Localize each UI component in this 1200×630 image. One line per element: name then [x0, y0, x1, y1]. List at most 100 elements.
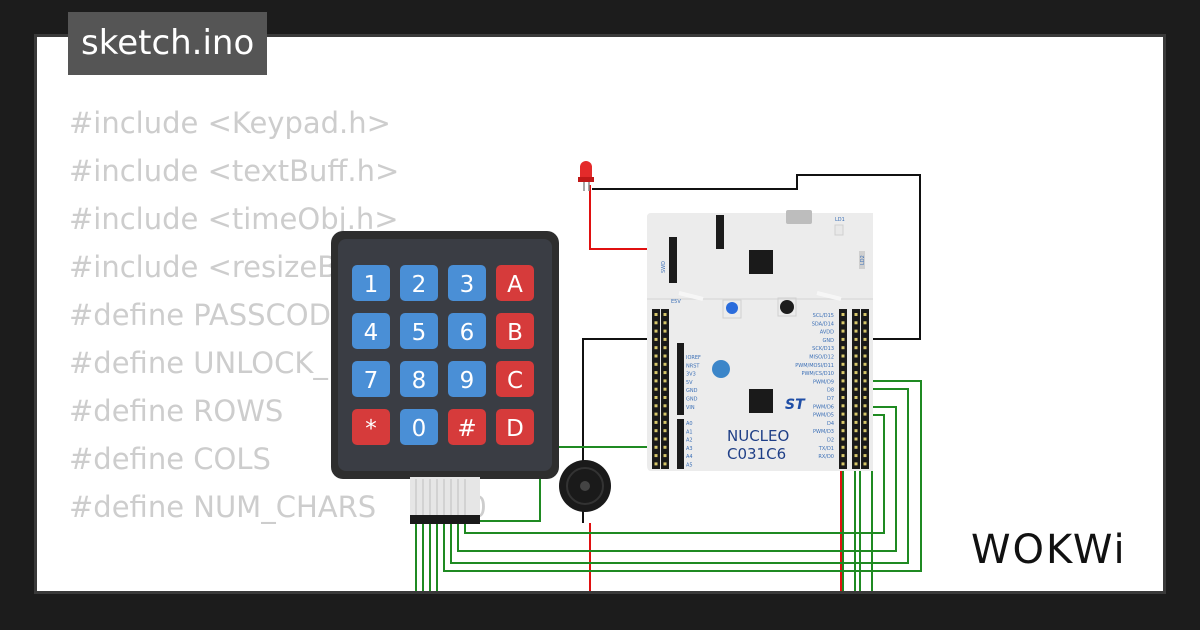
header-pin — [654, 321, 658, 325]
header-pin — [654, 362, 658, 366]
header-pin — [663, 437, 667, 441]
keypad-key-label: 8 — [412, 368, 427, 394]
power-pin-label: GND — [686, 388, 698, 394]
reset-button[interactable] — [780, 300, 794, 314]
keypad-key-#[interactable]: # — [448, 409, 486, 445]
keypad-key-7[interactable]: 7 — [352, 361, 390, 397]
power-pin-label: 3V3 — [686, 372, 696, 378]
keypad-key-label: 6 — [460, 320, 475, 346]
header-pin — [863, 379, 867, 383]
header-pin — [863, 321, 867, 325]
nucleo-board[interactable]: SCL/D15SDA/D14AVDDGNDSCK/D13MISO/D12PWM/… — [647, 210, 873, 471]
header-pin — [663, 387, 667, 391]
header-pin — [863, 329, 867, 333]
header-pin — [654, 329, 658, 333]
keypad-key-1[interactable]: 1 — [352, 265, 390, 301]
header-pin — [841, 387, 845, 391]
header-pin — [663, 313, 667, 316]
pin-label: GND — [823, 338, 835, 344]
keypad-key-2[interactable]: 2 — [400, 265, 438, 301]
power-pin-label: 5V — [686, 380, 693, 386]
header-pin — [854, 462, 858, 466]
header-pin — [854, 396, 858, 399]
header-pin — [854, 329, 858, 333]
svg-text:WOKWi: WOKWi — [971, 527, 1127, 573]
header-pin — [654, 462, 658, 466]
keypad-key-B[interactable]: B — [496, 313, 534, 349]
header-pin — [854, 445, 858, 449]
header-pin — [863, 412, 867, 416]
header-pin — [654, 371, 658, 375]
header-pin — [663, 337, 667, 341]
header-pin — [841, 429, 845, 433]
pin-label: PWM/MOSI/D11 — [795, 363, 834, 369]
keypad-key-C[interactable]: C — [496, 361, 534, 397]
keypad-key-label: * — [365, 416, 377, 442]
pin-label: D8 — [827, 388, 834, 394]
header-pin — [841, 396, 845, 399]
header-pin — [663, 462, 667, 466]
header-pin — [654, 387, 658, 391]
header-pin — [854, 371, 858, 375]
header-pin — [841, 462, 845, 466]
header-pin — [663, 346, 667, 350]
keypad-key-8[interactable]: 8 — [400, 361, 438, 397]
buzzer[interactable] — [559, 460, 611, 512]
header-pin — [854, 313, 858, 316]
header-pin — [663, 321, 667, 325]
code-line: #include <Keypad.h> — [69, 106, 391, 140]
header-pin — [654, 379, 658, 383]
pin-label: D2 — [827, 438, 834, 444]
file-name-tab[interactable]: sketch.ino — [68, 12, 268, 75]
keypad-key-label: # — [457, 416, 476, 442]
header-pin — [854, 362, 858, 366]
keypad-key-5[interactable]: 5 — [400, 313, 438, 349]
header-pin — [863, 462, 867, 466]
header-pin — [841, 346, 845, 350]
keypad-key-label: 7 — [364, 368, 379, 394]
red-led[interactable] — [578, 161, 594, 191]
keypad-key-4[interactable]: 4 — [352, 313, 390, 349]
analog-pin-label: A3 — [686, 446, 693, 452]
analog-pin-label: A0 — [686, 421, 693, 427]
header-pin — [854, 420, 858, 424]
header-pin — [663, 445, 667, 449]
header-pin — [863, 420, 867, 424]
keypad-key-6[interactable]: 6 — [448, 313, 486, 349]
led-label-ld1: LD1 — [835, 217, 845, 223]
header-pin — [854, 437, 858, 441]
keypad-key-*[interactable]: * — [352, 409, 390, 445]
keypad-key-label: 4 — [364, 320, 379, 346]
keypad-key-3[interactable]: 3 — [448, 265, 486, 301]
code-line: #include <timeObj.h> — [69, 202, 399, 236]
header-pin — [863, 454, 867, 458]
header-pin — [663, 354, 667, 358]
header-pin — [854, 412, 858, 416]
code-line: #define ROWS 4 — [69, 394, 459, 428]
keypad-key-A[interactable]: A — [496, 265, 534, 301]
keypad-key-label: B — [507, 320, 523, 346]
header-pin — [854, 387, 858, 391]
pin-label: PWM/D9 — [813, 379, 834, 385]
keypad-key-0[interactable]: 0 — [400, 409, 438, 445]
power-pin-label: IOREF — [686, 355, 701, 361]
pin-label: PWM/D3 — [813, 429, 834, 435]
wokwi-logo: WOKWi — [971, 527, 1127, 573]
header-pin — [863, 354, 867, 358]
pin-label: SDA/D14 — [812, 321, 834, 327]
header-pin — [654, 404, 658, 408]
keypad-key-9[interactable]: 9 — [448, 361, 486, 397]
header-pin — [654, 346, 658, 350]
keypad-key-D[interactable]: D — [496, 409, 534, 445]
header-pin — [863, 362, 867, 366]
header-pin — [663, 371, 667, 375]
header-pin — [854, 337, 858, 341]
mcu-chip — [749, 389, 773, 413]
header-pin — [863, 387, 867, 391]
circuit-diagram: SCL/D15SDA/D14AVDDGNDSCK/D13MISO/D12PWM/… — [331, 161, 922, 591]
user-button[interactable] — [726, 302, 738, 314]
header-pin — [654, 313, 658, 316]
keypad-key-label: D — [506, 416, 524, 442]
header-pin — [841, 437, 845, 441]
